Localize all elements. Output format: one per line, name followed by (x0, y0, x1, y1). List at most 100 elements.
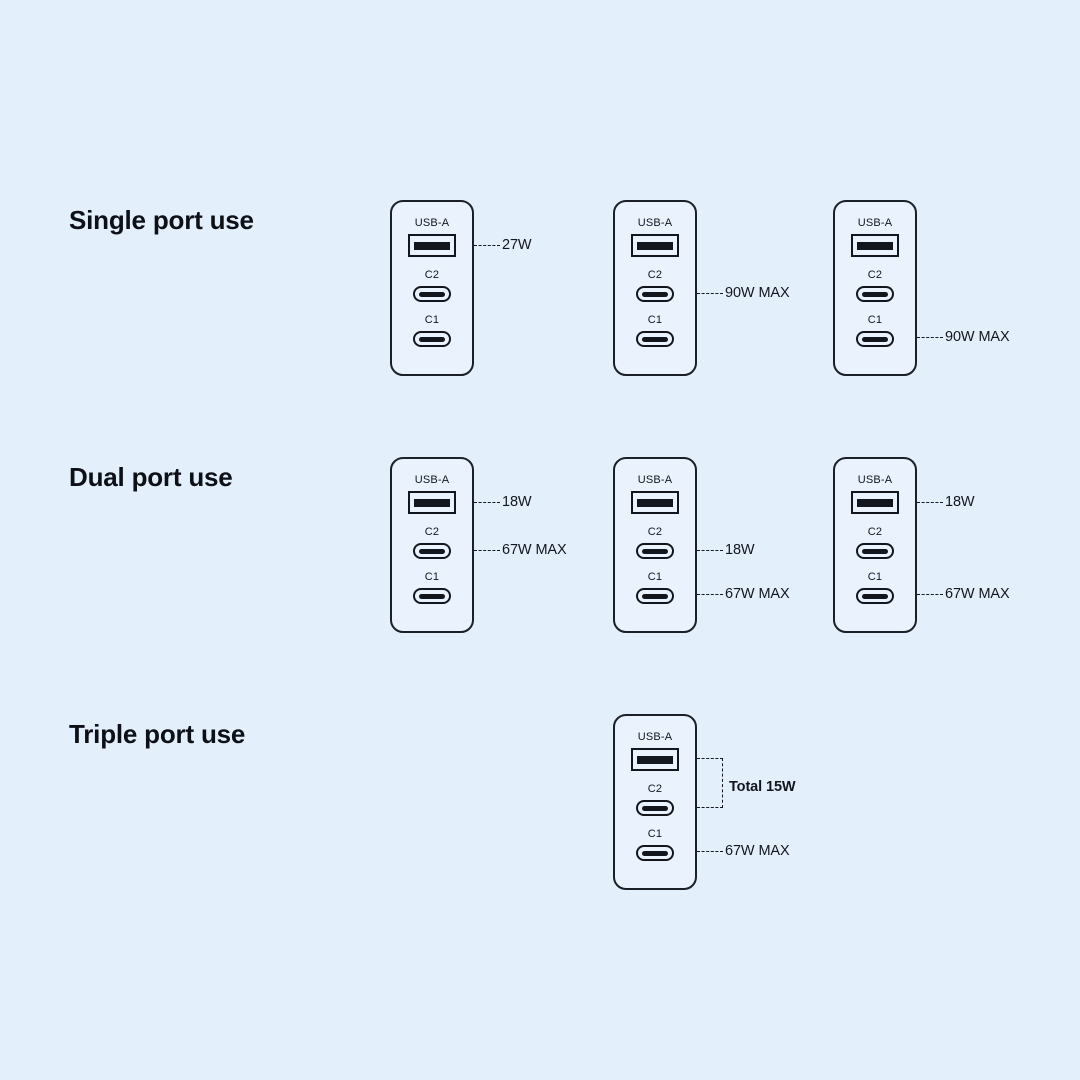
port-usb-a: USB-A (615, 732, 695, 771)
callout-dual-1-c2: 67W MAX (474, 541, 567, 559)
charger-device-single-2: USB-A C2 C1 (613, 200, 697, 376)
callout-dual-2-c2: 18W (697, 541, 755, 559)
port-label-c1: C1 (647, 828, 663, 840)
callout-text: 90W MAX (945, 329, 1010, 345)
usb-c-icon (636, 845, 674, 861)
port-c1: C1 (615, 315, 695, 347)
callout-single-2-c2: 90W MAX (697, 284, 790, 302)
callout-text: 27W (502, 237, 532, 253)
callout-text: 67W MAX (502, 542, 567, 558)
charger-device-single-1: USB-A C2 C1 (390, 200, 474, 376)
port-label-usb-a: USB-A (637, 217, 673, 229)
callout-text: 90W MAX (725, 285, 790, 301)
port-label-usb-a: USB-A (414, 474, 450, 486)
callout-dual-1-usb-a: 18W (474, 493, 532, 511)
usb-c-icon (856, 543, 894, 559)
port-label-c1: C1 (867, 571, 883, 583)
port-label-c2: C2 (647, 783, 663, 795)
usb-c-icon (636, 286, 674, 302)
leader-line (697, 292, 723, 294)
port-c2: C2 (835, 270, 915, 302)
usb-c-icon (636, 588, 674, 604)
port-usb-a: USB-A (392, 475, 472, 514)
charger-device-triple-1: USB-A C2 C1 (613, 714, 697, 890)
callout-text: 18W (725, 542, 755, 558)
port-usb-a: USB-A (392, 218, 472, 257)
callout-dual-2-c1: 67W MAX (697, 585, 790, 603)
port-c1: C1 (835, 315, 915, 347)
port-label-c2: C2 (867, 526, 883, 538)
port-label-c2: C2 (424, 269, 440, 281)
port-label-c2: C2 (647, 526, 663, 538)
bracket-total-15w (697, 758, 723, 808)
usb-c-icon (636, 543, 674, 559)
port-label-c2: C2 (647, 269, 663, 281)
usb-c-icon (413, 543, 451, 559)
port-label-usb-a: USB-A (857, 474, 893, 486)
leader-line (917, 336, 943, 338)
port-label-c1: C1 (647, 571, 663, 583)
section-title-dual: Dual port use (69, 462, 233, 492)
port-c2: C2 (615, 784, 695, 816)
port-label-usb-a: USB-A (637, 731, 673, 743)
port-c2: C2 (392, 527, 472, 559)
port-label-c1: C1 (424, 314, 440, 326)
port-c1: C1 (835, 572, 915, 604)
usb-c-icon (413, 331, 451, 347)
callout-triple-1-c1: 67W MAX (697, 842, 790, 860)
usb-a-icon (851, 234, 899, 257)
usb-c-icon (413, 588, 451, 604)
port-usb-a: USB-A (835, 475, 915, 514)
port-label-c1: C1 (424, 571, 440, 583)
charger-device-dual-1: USB-A C2 C1 (390, 457, 474, 633)
leader-line (917, 501, 943, 503)
leader-line (697, 593, 723, 595)
callout-dual-3-c1: 67W MAX (917, 585, 1010, 603)
charger-device-dual-3: USB-A C2 C1 (833, 457, 917, 633)
leader-line (474, 501, 500, 503)
usb-c-icon (856, 331, 894, 347)
port-usb-a: USB-A (615, 475, 695, 514)
callout-text: 67W MAX (725, 586, 790, 602)
charger-device-single-3: USB-A C2 C1 (833, 200, 917, 376)
callout-text: 67W MAX (725, 843, 790, 859)
usb-c-icon (413, 286, 451, 302)
port-c1: C1 (392, 315, 472, 347)
port-label-usb-a: USB-A (637, 474, 673, 486)
callout-single-1-usb-a: 27W (474, 236, 532, 254)
port-label-c2: C2 (424, 526, 440, 538)
section-title-single: Single port use (69, 205, 254, 235)
port-c2: C2 (615, 270, 695, 302)
usb-a-icon (408, 234, 456, 257)
port-label-usb-a: USB-A (857, 217, 893, 229)
port-c2: C2 (615, 527, 695, 559)
port-label-c2: C2 (867, 269, 883, 281)
leader-line (474, 549, 500, 551)
usb-a-icon (631, 491, 679, 514)
bracket-label-total-15w: Total 15W (729, 779, 796, 795)
callout-single-3-c1: 90W MAX (917, 328, 1010, 346)
usb-c-icon (636, 800, 674, 816)
section-title-triple: Triple port use (69, 719, 246, 749)
port-label-c1: C1 (647, 314, 663, 326)
callout-text: 67W MAX (945, 586, 1010, 602)
leader-line (697, 549, 723, 551)
charger-device-dual-2: USB-A C2 C1 (613, 457, 697, 633)
port-label-usb-a: USB-A (414, 217, 450, 229)
port-label-c1: C1 (867, 314, 883, 326)
callout-text: 18W (945, 494, 975, 510)
callout-dual-3-usb-a: 18W (917, 493, 975, 511)
usb-a-icon (631, 234, 679, 257)
port-c2: C2 (392, 270, 472, 302)
port-usb-a: USB-A (835, 218, 915, 257)
callout-text: 18W (502, 494, 532, 510)
usb-c-icon (636, 331, 674, 347)
port-usb-a: USB-A (615, 218, 695, 257)
usb-c-icon (856, 286, 894, 302)
port-c1: C1 (615, 572, 695, 604)
leader-line (917, 593, 943, 595)
port-c1: C1 (392, 572, 472, 604)
usb-c-icon (856, 588, 894, 604)
port-c1: C1 (615, 829, 695, 861)
leader-line (474, 244, 500, 246)
